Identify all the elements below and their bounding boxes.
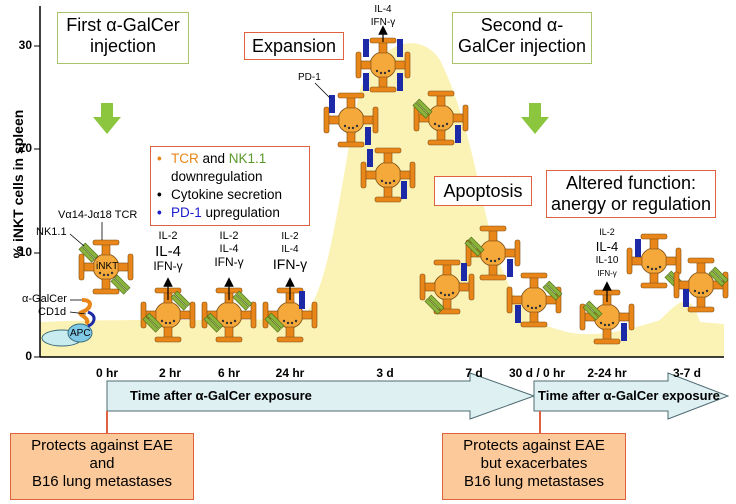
agalcer-label: α-GalCer: [22, 293, 67, 305]
cyt-24hr-il2: IL-2: [281, 231, 299, 242]
cyt-6hr-il4: IL-4: [219, 243, 239, 255]
cyt-3d-ifng: IFN-γ: [370, 17, 396, 28]
cyt-2-24hr-il2: IL-2: [599, 227, 615, 237]
y-tick-0: 0: [25, 349, 32, 363]
legend-row-down: downregulation: [157, 168, 303, 186]
cytokines-3d: IL-4 IFN-γ: [363, 3, 403, 29]
legend-nk11: NK1.1: [228, 151, 267, 166]
nk11-label: NK1.1: [36, 226, 67, 238]
legend-upregulation: upregulation: [201, 205, 280, 220]
expansion-box: Expansion: [244, 32, 344, 60]
x-tick-6hr: 6 hr: [217, 366, 240, 380]
outcome-first-line1: Protects against EAE: [31, 437, 173, 454]
second-injection-box: Second α-GalCer injection: [452, 12, 592, 64]
outcome-first-line2: and: [89, 455, 115, 472]
legend-dot-pd1: •: [157, 205, 162, 220]
pd1-label: PD-1: [298, 72, 321, 83]
x-tick-24hr: 24 hr: [275, 366, 305, 380]
outcome-second: Protects against EAE but exacerbates B16…: [442, 433, 626, 500]
legend-downregulation: downregulation: [171, 169, 263, 184]
cell-3d-top: [355, 37, 411, 93]
legend: • TCR and NK1.1 downregulation • Cytokine …: [150, 146, 310, 226]
cyt-2hr-il2: IL-2: [158, 230, 178, 242]
cytokines-6hr: IL-2 IL-4 IFN-γ: [209, 230, 249, 269]
y-tick-30: 30: [18, 38, 32, 52]
altered-function-box: Altered function: anergy or regulation: [546, 170, 716, 218]
apoptosis-box: Apoptosis: [434, 176, 532, 206]
x-tick-0hr: 0 hr: [95, 366, 118, 380]
cyt-2-24hr-ifng: IFN-γ: [597, 269, 617, 278]
legend-row-tcr: • TCR and NK1.1: [157, 150, 303, 168]
cyt-24hr-ifng: IFN-γ: [272, 256, 308, 272]
legend-row-pd1: • PD-1 upregulation: [157, 204, 303, 222]
x-tick-30d: 30 d / 0 hr: [508, 366, 566, 380]
legend-dot-cytokine: •: [157, 187, 162, 202]
second-injection-label: Second α-GalCer injection: [457, 15, 587, 56]
va14-label: Vα14-Jα18 TCR: [58, 209, 138, 221]
x-tick-2hr: 2 hr: [158, 366, 181, 380]
time-arrow-label-2: Time after α-GalCer exposure: [538, 388, 720, 403]
x-tick-7d: 7 d: [465, 366, 483, 380]
cyt-3d-il4: IL-4: [374, 4, 392, 15]
y-tick-10: 10: [18, 245, 32, 259]
cd1d-label: CD1d: [38, 306, 67, 318]
outcome-first-line3: B16 lung metastases: [31, 473, 173, 490]
cell-30d: [506, 272, 563, 328]
cyt-2hr-ifng: IFN-γ: [153, 259, 183, 273]
cyt-2-24hr-il10: IL-10: [595, 255, 619, 266]
cytokines-24hr: IL-2 IL-4 IFN-γ: [268, 230, 312, 272]
x-tick-3-7d: 3-7 d: [672, 366, 701, 380]
cytokines-2hr: IL-2 IL-4 IFN-γ: [148, 230, 188, 273]
cyt-2hr-il4: IL-4: [155, 243, 181, 260]
inkt-label: iNKT: [96, 261, 119, 272]
y-tick-20: 20: [18, 141, 32, 155]
time-arrow-label-1: Time after α-GalCer exposure: [130, 388, 312, 403]
first-injection-label: First α-GalCer injection: [66, 15, 180, 56]
x-tick-3d: 3 d: [376, 366, 394, 380]
apc-label: APC: [70, 328, 91, 339]
legend-cytokine: Cytokine secretion: [171, 187, 283, 202]
x-tick-2-24hr: 2-24 hr: [587, 366, 627, 380]
outcome-second-line2: but exacerbates: [480, 455, 588, 472]
outcome-first: Protects against EAE and B16 lung metast…: [10, 433, 194, 500]
legend-and: and: [198, 151, 229, 166]
legend-row-cytokine: • Cytokine secretion: [157, 186, 303, 204]
legend-pd1: PD-1: [171, 205, 202, 220]
cyt-2-24hr-il4: IL-4: [595, 239, 619, 254]
outcome-second-line1: Protects against EAE: [463, 437, 605, 454]
first-injection-box: First α-GalCer injection: [57, 12, 189, 64]
cytokines-2-24hr: IL-2 IL-4 IL-10 IFN-γ: [585, 226, 629, 280]
legend-dot-tcr: •: [157, 151, 162, 166]
outcome-second-line3: B16 lung metastases: [463, 473, 605, 490]
cyt-24hr-il4: IL-4: [281, 244, 299, 255]
legend-tcr: TCR: [171, 151, 199, 166]
cyt-6hr-il2: IL-2: [219, 230, 239, 242]
cyt-6hr-ifng: IFN-γ: [214, 255, 244, 269]
